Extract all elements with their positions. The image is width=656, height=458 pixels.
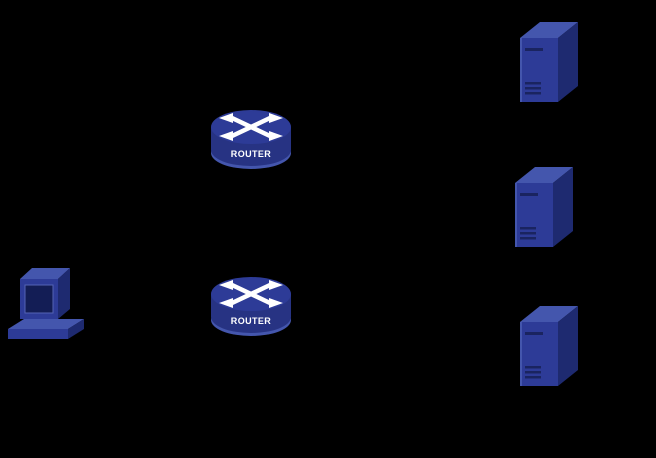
- workstation-node: [4, 265, 96, 343]
- router-icon: [211, 277, 291, 336]
- workstation-icon: [8, 268, 84, 339]
- router-node-bottom: ROUTER: [205, 270, 297, 340]
- router-bottom-label: ROUTER: [230, 316, 272, 326]
- router-top-label: ROUTER: [230, 149, 272, 159]
- server-icon: [515, 167, 573, 247]
- server-icon: [520, 22, 578, 102]
- server-node-top: [510, 12, 586, 107]
- router-icon: [211, 110, 291, 169]
- server-node-bottom: [510, 296, 586, 391]
- server-icon: [520, 306, 578, 386]
- server-node-middle: [505, 157, 581, 252]
- router-node-top: ROUTER: [205, 103, 297, 173]
